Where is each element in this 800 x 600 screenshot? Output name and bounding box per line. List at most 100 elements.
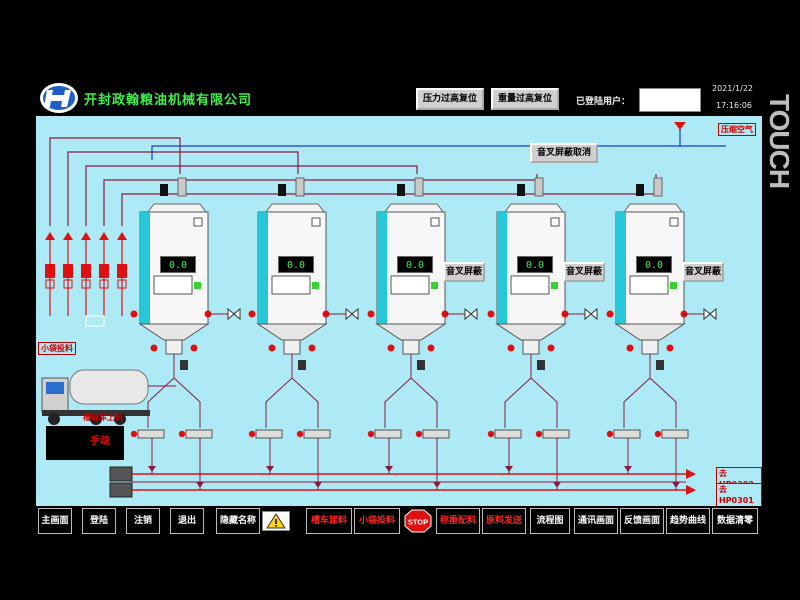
silo-sensor [160, 184, 168, 196]
ok-led [431, 282, 438, 289]
drop-arrow [553, 482, 561, 488]
ok-led [670, 282, 677, 289]
screw-conveyor[interactable] [422, 429, 450, 439]
feed-box [99, 279, 109, 289]
nav-clear[interactable]: 数据清零 [712, 508, 758, 534]
feed-box [63, 279, 73, 289]
nav-feedback[interactable]: 反馈画面 [620, 508, 664, 534]
level-bar [497, 212, 507, 324]
fork-shield-button[interactable]: 音叉屏蔽 [443, 262, 485, 282]
screw-conveyor[interactable] [303, 429, 331, 439]
alarm-indicator [626, 344, 634, 352]
silo-cone [138, 323, 210, 341]
screw-conveyor[interactable] [185, 429, 213, 439]
screw-conveyor[interactable] [494, 429, 522, 439]
butterfly-valve[interactable] [464, 307, 478, 321]
silo-sensor [278, 184, 286, 196]
level-bar [616, 212, 626, 324]
discharge-valve[interactable] [537, 360, 545, 370]
silo-outlet [522, 339, 540, 355]
date-display: 2021/1/22 [712, 84, 754, 93]
feed-pipe [49, 137, 181, 226]
truck-tank [69, 369, 149, 405]
discharge-pipe [504, 354, 558, 428]
silo-outlet [283, 339, 301, 355]
butterfly-valve[interactable] [227, 307, 241, 321]
alarm-indicator [415, 430, 423, 438]
alarm-indicator [190, 344, 198, 352]
hmi-screen: 开封政翰粮油机械有限公司 压力过高复位 重量过高复位 已登陆用户： 2021/1… [36, 80, 762, 536]
screw-conveyor[interactable] [542, 429, 570, 439]
silo-vent [295, 177, 305, 197]
alarm-indicator [654, 430, 662, 438]
logged-in-user-field[interactable] [639, 88, 701, 112]
fork-shield-button[interactable]: 音叉屏蔽 [563, 262, 605, 282]
touch-brand-text: TOUCH [764, 94, 795, 188]
silo-vent [534, 177, 544, 197]
tanker-truck-icon [41, 369, 176, 425]
alarm-indicator [547, 344, 555, 352]
alarm-indicator [487, 310, 495, 318]
stop-button[interactable]: STOP [404, 509, 432, 533]
pressure-reset-button[interactable]: 压力过高复位 [416, 88, 484, 110]
silo-flag [311, 217, 321, 227]
screw-conveyor[interactable] [137, 429, 165, 439]
butterfly-valve[interactable] [703, 307, 717, 321]
conveyor-motor[interactable] [109, 466, 133, 482]
discharge-valve[interactable] [180, 360, 188, 370]
nav-main[interactable]: 主画面 [38, 508, 72, 534]
company-logo [40, 83, 78, 113]
discharge-valve[interactable] [417, 360, 425, 370]
nav-small-bag-feed[interactable]: 小袋投料 [354, 508, 400, 534]
fork-shield-button[interactable]: 音叉屏蔽 [682, 262, 724, 282]
silo-roof [147, 203, 207, 213]
alarm-indicator [296, 430, 304, 438]
discharge-valve[interactable] [656, 360, 664, 370]
stop-label: STOP [408, 518, 428, 527]
nav-hide-name[interactable]: 隐藏名称 [216, 508, 260, 534]
warning-button[interactable] [262, 511, 290, 531]
time-display: 17:16:06 [716, 101, 752, 110]
output-arrow [686, 485, 696, 495]
nav-weigh-batch[interactable]: 称重配料 [436, 508, 480, 534]
screw-conveyor[interactable] [374, 429, 402, 439]
truck-wheel [90, 413, 102, 425]
silo-cone [614, 323, 686, 341]
ok-led [312, 282, 319, 289]
nav-trend[interactable]: 趋势曲线 [666, 508, 710, 534]
feed-box [45, 279, 55, 289]
butterfly-valve[interactable] [584, 307, 598, 321]
nav-exit[interactable]: 退出 [170, 508, 204, 534]
silo-vent [177, 177, 187, 197]
weight-reset-button[interactable]: 重量过高复位 [491, 88, 559, 110]
nav-material-send[interactable]: 原料发送 [482, 508, 526, 534]
silo-roof [265, 203, 325, 213]
nav-logout[interactable]: 注销 [126, 508, 160, 534]
silo [606, 177, 717, 490]
nav-comm[interactable]: 通讯画面 [574, 508, 618, 534]
alarm-indicator [535, 430, 543, 438]
touch-text: TOUCH [764, 94, 795, 188]
nav-tanker-unload[interactable]: 槽车卸料 [306, 508, 352, 534]
discharge-valve[interactable] [298, 360, 306, 370]
screw-conveyor[interactable] [255, 429, 283, 439]
butterfly-valve[interactable] [345, 307, 359, 321]
feed-arrow [81, 232, 91, 240]
nav-login[interactable]: 登陆 [82, 508, 116, 534]
silo-outlet [641, 339, 659, 355]
screw-conveyor[interactable] [613, 429, 641, 439]
silo-cone [256, 323, 328, 341]
screw-conveyor[interactable] [661, 429, 689, 439]
manual-mode-button[interactable]: 手动 [80, 432, 120, 452]
feed-box [81, 279, 91, 289]
silo-roof [384, 203, 444, 213]
nav-flow-chart[interactable]: 流程图 [530, 508, 570, 534]
silo [487, 177, 598, 490]
conveyor-motor[interactable] [109, 482, 133, 498]
level-bar [377, 212, 387, 324]
silo-weight-display: 0.0 [397, 256, 433, 273]
drop-arrow [148, 466, 156, 472]
to-hp0301-label: 去HP0301 [716, 483, 762, 507]
level-bar [140, 212, 150, 324]
fork-shield-cancel-button[interactable]: 音叉屏蔽取消 [530, 143, 598, 163]
